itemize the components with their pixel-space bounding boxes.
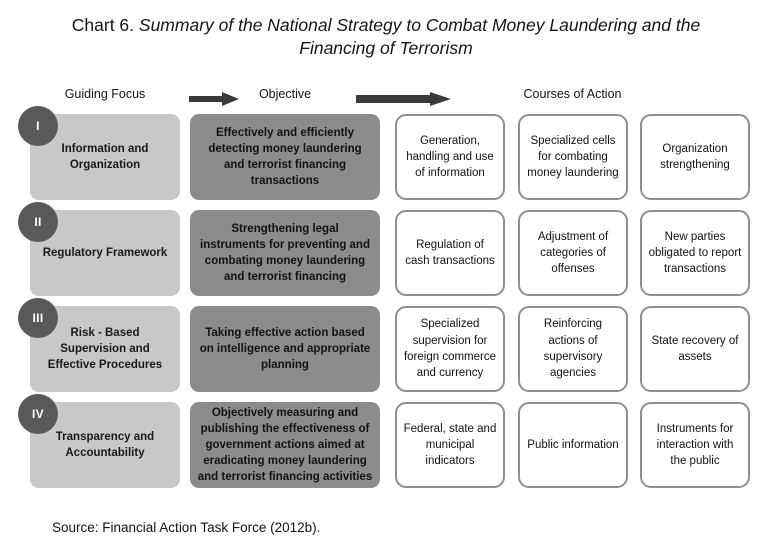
- row-numeral-badge: IV: [18, 394, 58, 434]
- guiding-focus-box: Information and Organization: [30, 114, 180, 200]
- strategy-diagram: Guiding Focus Objective Courses of Actio…: [0, 84, 772, 509]
- column-header-guiding-focus: Guiding Focus: [64, 87, 146, 101]
- course-of-action-box: Organization strengthening: [640, 114, 750, 200]
- objective-box: Strengthening legal instruments for prev…: [190, 210, 380, 296]
- strategy-row: Transparency and Accountability IV Objec…: [0, 394, 772, 488]
- course-of-action-box: Adjustment of categories of offenses: [518, 210, 628, 296]
- column-header-objective: Objective: [258, 87, 312, 101]
- guiding-focus-label: Regulatory Framework: [42, 246, 168, 259]
- title-prefix: Chart 6.: [71, 15, 135, 35]
- row-numeral-badge: II: [18, 202, 58, 242]
- guiding-focus-label: Transparency and Accountability: [55, 430, 155, 459]
- objective-box: Objectively measuring and publishing the…: [190, 402, 380, 488]
- title-main: Summary of the National Strategy to Comb…: [138, 15, 701, 59]
- course-of-action-box: Generation, handling and use of informat…: [395, 114, 505, 200]
- page-title: Chart 6. Summary of the National Strateg…: [0, 0, 772, 60]
- course-of-action-box: Regulation of cash transactions: [395, 210, 505, 296]
- course-of-action-box: Federal, state and municipal indicators: [395, 402, 505, 488]
- course-of-action-box: Public information: [518, 402, 628, 488]
- column-header-courses-of-action: Courses of Action: [523, 87, 622, 101]
- objective-box: Effectively and efficiently detecting mo…: [190, 114, 380, 200]
- course-of-action-box: Specialized supervision for foreign comm…: [395, 306, 505, 392]
- strategy-row: Information and Organization I Effective…: [0, 106, 772, 200]
- strategy-row: Risk - Based Supervision and Effective P…: [0, 298, 772, 392]
- source-note: Source: Financial Action Task Force (201…: [52, 520, 321, 535]
- column-header-row: Guiding Focus Objective Courses of Actio…: [0, 84, 772, 110]
- objective-box: Taking effective action based on intelli…: [190, 306, 380, 392]
- row-numeral-badge: I: [18, 106, 58, 146]
- guiding-focus-label: Information and Organization: [61, 142, 149, 171]
- arrow-right-small-icon: [189, 92, 239, 106]
- arrow-right-large-icon: [356, 92, 451, 106]
- guiding-focus-label: Risk - Based Supervision and Effective P…: [47, 326, 163, 372]
- row-numeral-badge: III: [18, 298, 58, 338]
- course-of-action-box: Instruments for interaction with the pub…: [640, 402, 750, 488]
- course-of-action-box: Reinforcing actions of supervisory agenc…: [518, 306, 628, 392]
- strategy-row: Regulatory Framework II Strengthening le…: [0, 202, 772, 296]
- course-of-action-box: Specialized cells for combating money la…: [518, 114, 628, 200]
- course-of-action-box: New parties obligated to report transact…: [640, 210, 750, 296]
- course-of-action-box: State recovery of assets: [640, 306, 750, 392]
